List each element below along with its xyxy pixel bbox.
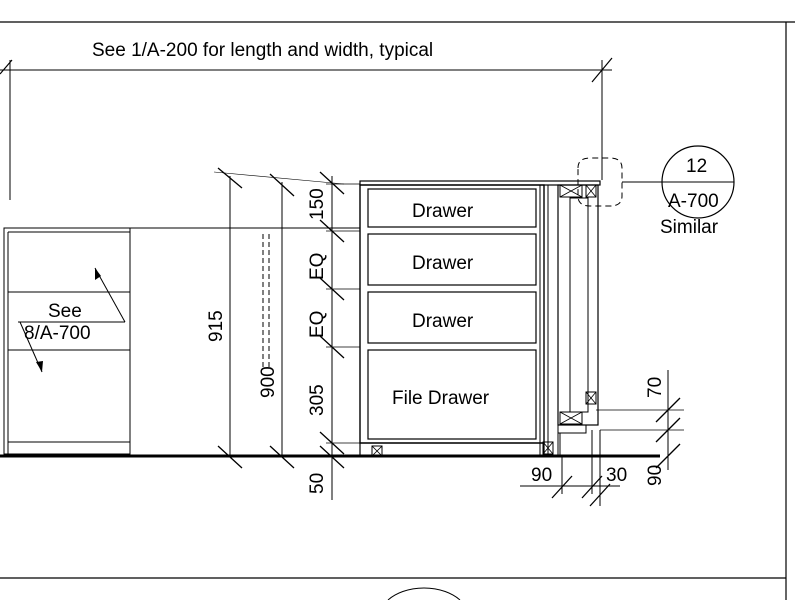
- general-note: See 1/A-200 for length and width, typica…: [92, 40, 433, 61]
- detail-reference: [577, 145, 735, 219]
- file-drawer-label: File Drawer: [392, 388, 490, 409]
- adjacent-cabinet: [3, 227, 360, 455]
- drawer-1-label: Drawer: [412, 201, 474, 222]
- see-callout-line2: 8/A-700: [24, 323, 91, 344]
- detail-sheet: A-700: [668, 191, 719, 212]
- drawer-chain-dimension: [319, 171, 360, 500]
- dim-base-right: 90: [645, 465, 666, 486]
- drawer-cabinet: [359, 180, 601, 457]
- overall-height-dimension: [213, 167, 345, 469]
- dim-top-right: 70: [645, 377, 666, 398]
- detail-number: 12: [686, 156, 707, 177]
- dim-eq-upper: EQ: [307, 253, 328, 280]
- dim-gap: 30: [606, 465, 627, 486]
- sheet-frame: [0, 21, 795, 600]
- dim-eq-lower: EQ: [307, 311, 328, 338]
- dim-overall-height: 915: [206, 310, 227, 342]
- right-dimensions: [596, 370, 684, 470]
- counter-height-dimension: [262, 173, 295, 469]
- detail-note: Similar: [660, 217, 719, 238]
- dim-counter-height: 900: [258, 366, 279, 398]
- overall-length-dimension: [0, 57, 613, 200]
- dim-top-drawer: 150: [307, 188, 328, 220]
- base-dimensions: [520, 430, 620, 507]
- drawer-3-label: Drawer: [412, 311, 474, 332]
- drawer-2-label: Drawer: [412, 253, 474, 274]
- see-callout-line1: See: [48, 301, 82, 322]
- dim-toe-kick: 50: [307, 473, 328, 494]
- dim-file-drawer: 305: [307, 384, 328, 416]
- dim-side-panel: 90: [531, 465, 552, 486]
